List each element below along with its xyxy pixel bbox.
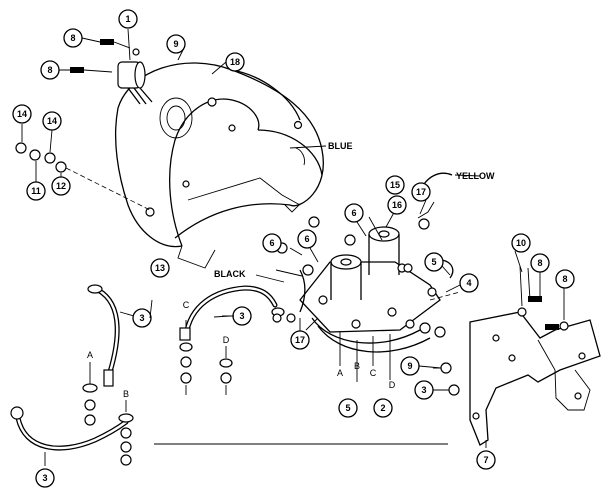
callout-5-bottom: 5 <box>338 398 358 418</box>
svg-text:6: 6 <box>304 234 309 244</box>
mounting-bracket <box>469 311 601 448</box>
callout-3-bottom: 3 <box>35 468 55 488</box>
svg-text:8: 8 <box>562 274 567 284</box>
svg-text:7: 7 <box>483 455 488 465</box>
svg-text:11: 11 <box>31 186 41 196</box>
callout-14-left: 14 <box>12 104 32 124</box>
svg-text:3: 3 <box>421 385 426 395</box>
wire-label-blue: BLUE <box>328 141 353 151</box>
svg-text:8: 8 <box>47 65 52 75</box>
callout-10: 10 <box>511 233 531 253</box>
svg-text:16: 16 <box>392 200 402 210</box>
svg-text:17: 17 <box>295 335 305 345</box>
callout-8-mid: 8 <box>40 60 60 80</box>
svg-text:10: 10 <box>516 238 526 248</box>
callout-3-center: 3 <box>232 306 252 326</box>
callout-6-top: 6 <box>344 203 364 223</box>
svg-text:1: 1 <box>125 14 130 24</box>
switch-assembly <box>70 28 153 105</box>
svg-text:12: 12 <box>56 181 66 191</box>
svg-text:8: 8 <box>537 258 542 268</box>
terminal-letter-c-cable: C <box>183 300 190 310</box>
bolts-right <box>517 265 569 331</box>
terminal-letter-b-left: B <box>123 389 129 399</box>
reference-lines <box>154 291 461 445</box>
terminal-letter-c-sol: C <box>370 368 377 378</box>
callout-12: 12 <box>51 176 71 196</box>
svg-text:2: 2 <box>380 403 385 413</box>
callout-11: 11 <box>26 181 46 201</box>
svg-text:6: 6 <box>351 208 356 218</box>
callout-6-mid: 6 <box>297 229 317 249</box>
svg-text:8: 8 <box>70 33 75 43</box>
callout-14-right: 14 <box>42 111 62 131</box>
black-leader <box>255 274 285 283</box>
svg-text:18: 18 <box>230 57 240 67</box>
callout-1: 1 <box>118 9 138 29</box>
terminal-letter-d-cable: D <box>223 335 230 345</box>
battery-cable-left-lower <box>10 400 134 466</box>
terminal-letter-a-sol: A <box>337 368 343 378</box>
callout-8-top: 8 <box>63 28 83 48</box>
solenoid-wires <box>275 259 454 331</box>
terminal-letter-b-sol: B <box>354 361 360 371</box>
wire-label-yellow: YELLOW <box>456 171 495 181</box>
callout-17-top: 17 <box>411 182 431 202</box>
svg-text:14: 14 <box>17 109 27 119</box>
callout-17-mid: 17 <box>290 330 310 350</box>
callout-15: 15 <box>385 175 405 195</box>
callout-5-right: 5 <box>424 252 444 272</box>
svg-text:5: 5 <box>345 403 350 413</box>
svg-text:9: 9 <box>407 361 412 371</box>
washer-nut-stack-left <box>15 124 151 211</box>
callout-6-left: 6 <box>262 233 282 253</box>
callout-2: 2 <box>373 398 393 418</box>
terminal-letter-a-left: A <box>87 350 93 360</box>
callout-4: 4 <box>459 273 479 293</box>
callout-7: 7 <box>476 450 496 470</box>
callout-18: 18 <box>225 52 245 72</box>
callout-3-right: 3 <box>414 380 434 400</box>
callout-9-right: 9 <box>400 356 420 376</box>
callout-9-top: 9 <box>166 34 186 54</box>
svg-text:6: 6 <box>269 238 274 248</box>
callout-16: 16 <box>387 195 407 215</box>
blue-leader <box>289 145 327 149</box>
battery-cable-left-upper <box>82 284 135 426</box>
svg-text:15: 15 <box>390 180 400 190</box>
wire-label-black: BLACK <box>214 269 246 279</box>
svg-text:14: 14 <box>47 116 57 126</box>
svg-text:3: 3 <box>239 311 244 321</box>
leader-lines <box>59 37 523 391</box>
battery-cable-center <box>179 285 285 395</box>
svg-text:17: 17 <box>416 187 426 197</box>
callout-8-right-upper: 8 <box>530 253 550 273</box>
svg-text:3: 3 <box>139 313 144 323</box>
callout-8-right-lower: 8 <box>555 269 575 289</box>
svg-text:3: 3 <box>42 473 47 483</box>
svg-text:9: 9 <box>173 39 178 49</box>
motor-housing-shroud <box>114 62 324 269</box>
svg-text:13: 13 <box>155 263 165 273</box>
svg-text:5: 5 <box>431 257 436 267</box>
callout-3-upper-left: 3 <box>132 308 152 328</box>
terminal-letter-d-sol: D <box>389 380 396 390</box>
svg-text:4: 4 <box>466 278 471 288</box>
callout-13: 13 <box>150 258 170 278</box>
